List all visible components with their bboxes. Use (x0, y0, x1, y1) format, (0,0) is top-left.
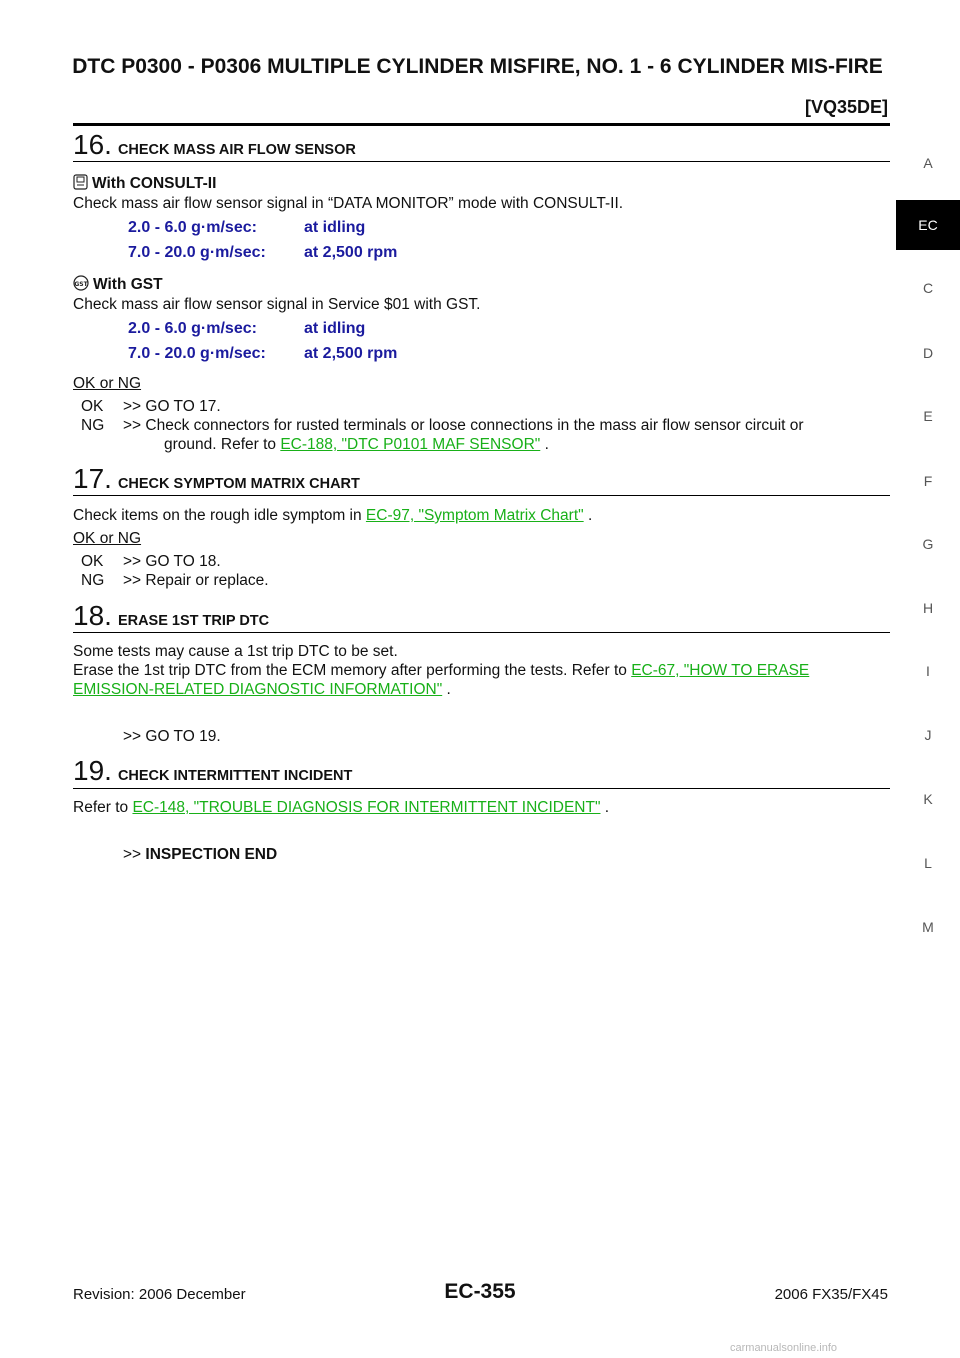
result-ok: OK >> GO TO 17. (81, 397, 891, 417)
end-label: INSPECTION END (145, 846, 278, 863)
body-text: Refer to (73, 799, 129, 816)
ng-continuation: ground. Refer to EC-188, "DTC P0101 MAF … (164, 435, 549, 454)
spec-row: 7.0 - 20.0 g·m/sec: at 2,500 rpm (128, 244, 528, 266)
tab-m[interactable]: M (922, 919, 934, 935)
step-19-text: Refer to EC-148, "TROUBLE DIAGNOSIS FOR … (73, 798, 890, 818)
step-18-text-2: Erase the 1st trip DTC from the ECM memo… (73, 661, 890, 681)
consult-icon (73, 174, 88, 196)
spec-value: 2.0 - 6.0 g·m/sec: (128, 219, 257, 236)
tab-k[interactable]: K (923, 791, 933, 807)
tab-i[interactable]: I (926, 663, 930, 679)
svg-text:GST: GST (74, 281, 88, 288)
inspection-end: >> INSPECTION END (123, 845, 277, 864)
symptom-matrix-link[interactable]: EC-97, "Symptom Matrix Chart" (365, 507, 584, 524)
tab-f[interactable]: F (923, 473, 933, 489)
spec-value: 7.0 - 20.0 g·m/sec: (128, 244, 266, 261)
spec-row: 7.0 - 20.0 g·m/sec: at 2,500 rpm (128, 345, 528, 367)
step-title: CHECK INTERMITTENT INCIDENT (117, 768, 353, 784)
period: . (544, 436, 549, 453)
spec-value: 2.0 - 6.0 g·m/sec: (128, 320, 257, 337)
step-number: 16. (73, 129, 112, 160)
with-gst-label: With GST (93, 276, 163, 293)
spec-condition: at idling (304, 219, 366, 236)
gst-icon: GST (73, 275, 89, 297)
result-ng: NG >> Check connectors for rusted termin… (81, 416, 891, 456)
body-text: Erase the 1st trip DTC from the ECM memo… (73, 662, 627, 679)
spec-condition: at idling (304, 320, 366, 337)
step-title: ERASE 1ST TRIP DTC (117, 613, 270, 629)
step-number: 19. (73, 755, 112, 786)
page-title: DTC P0300 - P0306 MULTIPLE CYLINDER MISF… (72, 55, 883, 78)
result-text: >> GO TO 18. (123, 553, 221, 570)
spec-row: 2.0 - 6.0 g·m/sec: at idling (128, 219, 528, 241)
tab-ec[interactable]: EC (896, 200, 960, 250)
result-key: NG (81, 572, 105, 589)
watermark: carmanualsonline.info (730, 1342, 838, 1354)
step-16-heading: 16. CHECK MASS AIR FLOW SENSOR (73, 129, 356, 161)
result-key: OK (81, 553, 104, 570)
result-text: >> Repair or replace. (123, 572, 269, 589)
result-key: OK (81, 398, 104, 415)
goto-19: >> GO TO 19. (123, 728, 221, 745)
spec-condition: at 2,500 rpm (304, 244, 398, 261)
result-text: >> GO TO 17. (123, 398, 221, 415)
step-19-heading: 19. CHECK INTERMITTENT INCIDENT (73, 755, 352, 787)
header-rule (73, 123, 890, 126)
result-text: >> Check connectors for rusted terminals… (123, 417, 804, 434)
erase-info-link[interactable]: EC-67, "HOW TO ERASE (631, 662, 810, 679)
tab-h[interactable]: H (922, 600, 934, 616)
with-consult-label: With CONSULT-II (92, 175, 217, 192)
tab-a[interactable]: A (923, 155, 933, 171)
divider (73, 632, 890, 633)
divider (73, 161, 890, 162)
gst-line: GST With GST (73, 275, 890, 297)
consult-text: Check mass air flow sensor signal in “DA… (73, 195, 624, 212)
tab-l[interactable]: L (924, 855, 932, 871)
step-number: 18. (73, 600, 112, 631)
step-18-text-3: EMISSION-RELATED DIAGNOSTIC INFORMATION"… (73, 680, 890, 700)
divider (73, 495, 890, 496)
spec-value: 7.0 - 20.0 g·m/sec: (128, 345, 266, 362)
tab-c[interactable]: C (922, 280, 934, 296)
period: . (604, 799, 610, 816)
result-key: NG (81, 417, 105, 434)
consult-line: With CONSULT-II (73, 174, 890, 196)
spec-condition: at 2,500 rpm (304, 345, 398, 362)
end-prefix: >> (123, 846, 142, 863)
maf-sensor-link[interactable]: EC-188, "DTC P0101 MAF SENSOR" (280, 436, 541, 453)
body-text: Check items on the rough idle symptom in (73, 507, 362, 524)
step-18-heading: 18. ERASE 1ST TRIP DTC (73, 600, 269, 632)
step-title: CHECK SYMPTOM MATRIX CHART (117, 476, 360, 492)
result-ng: NG >> Repair or replace. (81, 571, 891, 591)
refer-text: ground. Refer to (164, 436, 277, 453)
tab-g[interactable]: G (922, 536, 934, 552)
tab-e[interactable]: E (923, 408, 933, 424)
intermittent-incident-link[interactable]: EC-148, "TROUBLE DIAGNOSIS FOR INTERMITT… (132, 799, 601, 816)
gst-text: Check mass air flow sensor signal in Ser… (73, 296, 481, 313)
step-18-text-1: Some tests may cause a 1st trip DTC to b… (73, 643, 398, 660)
result-ok: OK >> GO TO 18. (81, 552, 891, 572)
divider (73, 788, 890, 789)
tab-d[interactable]: D (922, 345, 934, 361)
erase-info-link-cont[interactable]: EMISSION-RELATED DIAGNOSTIC INFORMATION" (73, 681, 443, 698)
engine-code: [VQ35DE] (804, 97, 888, 117)
step-17-heading: 17. CHECK SYMPTOM MATRIX CHART (73, 463, 360, 495)
step-title: CHECK MASS AIR FLOW SENSOR (117, 142, 356, 158)
tab-j[interactable]: J (924, 727, 932, 743)
period: . (446, 681, 451, 698)
spec-row: 2.0 - 6.0 g·m/sec: at idling (128, 320, 528, 342)
model-text: 2006 FX35/FX45 (774, 1286, 888, 1303)
revision-text: Revision: 2006 December (73, 1286, 246, 1303)
ok-or-ng-label: OK or NG (73, 375, 142, 392)
period: . (587, 507, 593, 524)
step-17-text: Check items on the rough idle symptom in… (73, 506, 890, 526)
page-number: EC-355 (444, 1280, 516, 1303)
ok-or-ng-label: OK or NG (73, 530, 142, 547)
step-number: 17. (73, 463, 112, 494)
